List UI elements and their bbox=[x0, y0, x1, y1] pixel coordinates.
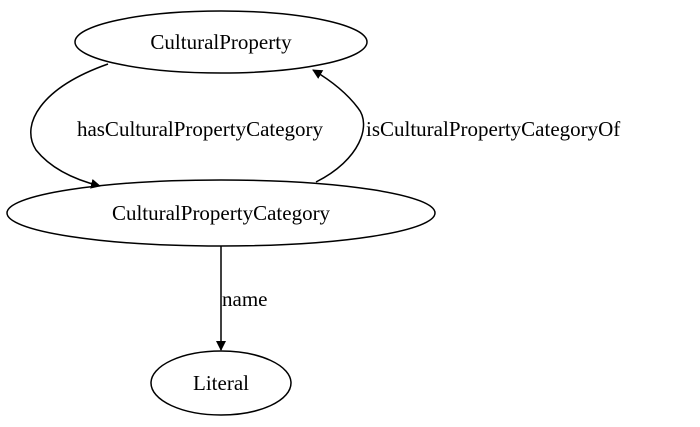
node-cultural-property-shape bbox=[74, 10, 368, 74]
node-cultural-property-label: CulturalProperty bbox=[150, 30, 292, 54]
edge-is-category-of: isCulturalPropertyCategoryOf bbox=[312, 69, 620, 183]
edge-name-label: name bbox=[222, 287, 267, 311]
node-cultural-property: CulturalProperty bbox=[74, 10, 368, 74]
edge-has-category-label: hasCulturalPropertyCategory bbox=[77, 117, 324, 141]
node-cultural-property-category: CulturalPropertyCategory bbox=[6, 179, 436, 247]
edge-has-category-line bbox=[30, 63, 109, 189]
node-literal-label: Literal bbox=[193, 371, 249, 395]
edge-has-category: hasCulturalPropertyCategory bbox=[30, 63, 324, 189]
edge-is-category-of-label: isCulturalPropertyCategoryOf bbox=[366, 117, 620, 141]
node-cultural-property-category-label: CulturalPropertyCategory bbox=[112, 201, 331, 225]
node-literal-shape bbox=[150, 350, 292, 416]
node-literal: Literal bbox=[150, 350, 292, 416]
edge-is-category-of-line bbox=[312, 69, 365, 183]
edge-name: name bbox=[216, 246, 267, 351]
